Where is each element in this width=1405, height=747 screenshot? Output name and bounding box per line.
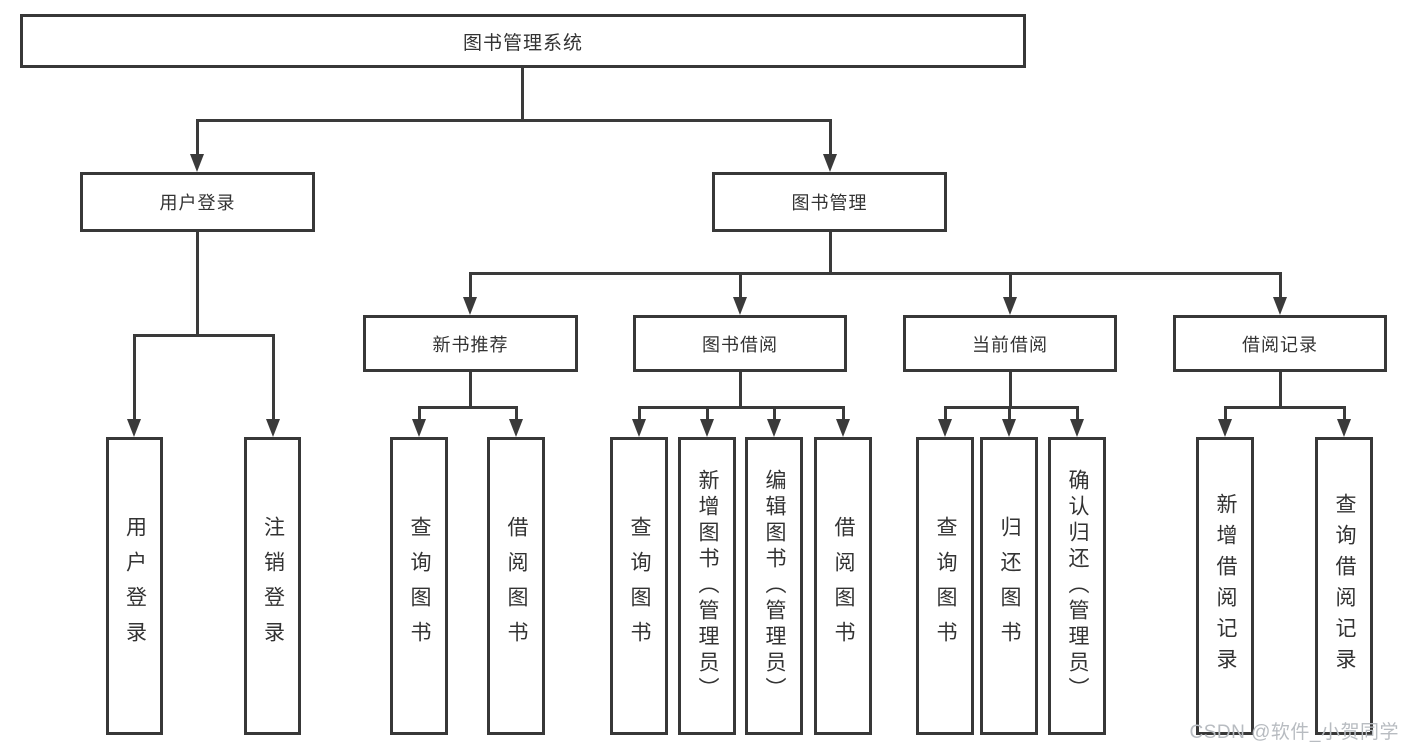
connector-user-login-bus bbox=[133, 334, 274, 337]
node-borrow-records: 借阅记录 bbox=[1173, 315, 1387, 372]
arrowhead-book-mgmt-icon bbox=[823, 154, 837, 172]
arrowhead-user-login-icon bbox=[190, 154, 204, 172]
connector-drop bbox=[1224, 406, 1227, 422]
connector-drop bbox=[515, 406, 518, 422]
connector-records-bus bbox=[1224, 406, 1345, 409]
leaf-borrow-books: 借阅图书 bbox=[487, 437, 545, 735]
connector-drop bbox=[638, 406, 641, 422]
leaf-add-borrow-record: 新增借阅记录 bbox=[1196, 437, 1254, 735]
arrowhead-icon bbox=[767, 419, 781, 437]
arrowhead-new-book-icon bbox=[463, 297, 477, 315]
leaf-borrow-books: 借阅图书 bbox=[814, 437, 872, 735]
connector-current-bus bbox=[944, 406, 1078, 409]
node-current-borrowing: 当前借阅 bbox=[903, 315, 1117, 372]
connector-drop-login bbox=[133, 334, 136, 422]
connector-newbook-stem bbox=[469, 372, 472, 408]
node-user-login: 用户登录 bbox=[80, 172, 315, 232]
arrowhead-login-icon bbox=[127, 419, 141, 437]
arrowhead-current-icon bbox=[1003, 297, 1017, 315]
connector-newbook-bus bbox=[418, 406, 518, 409]
connector-current-stem bbox=[1009, 372, 1012, 408]
connector-drop bbox=[1343, 406, 1346, 422]
connector-drop-book-mgmt bbox=[829, 119, 832, 157]
leaf-edit-books-admin: 编辑图书（管理员） bbox=[745, 437, 803, 735]
connector-records-stem bbox=[1279, 372, 1282, 408]
connector-drop bbox=[1008, 406, 1011, 422]
leaf-query-books: 查询图书 bbox=[916, 437, 974, 735]
leaf-query-books: 查询图书 bbox=[610, 437, 668, 735]
connector-drop-new-book bbox=[469, 272, 472, 300]
arrowhead-logout-icon bbox=[266, 419, 280, 437]
leaf-query-books: 查询图书 bbox=[390, 437, 448, 735]
connector-borrowing-bus bbox=[638, 406, 844, 409]
csdn-watermark: CSDN @软件_小贺同学 bbox=[1189, 722, 1399, 743]
connector-drop bbox=[706, 406, 709, 422]
connector-book-mgmt-bus bbox=[469, 272, 1281, 275]
leaf-confirm-return-admin: 确认归还（管理员） bbox=[1048, 437, 1106, 735]
connector-root-bus bbox=[196, 119, 831, 122]
arrowhead-icon bbox=[412, 419, 426, 437]
leaf-add-books-admin: 新增图书（管理员） bbox=[678, 437, 736, 735]
connector-drop bbox=[418, 406, 421, 422]
arrowhead-icon bbox=[836, 419, 850, 437]
connector-book-mgmt-stem bbox=[829, 232, 832, 274]
arrowhead-records-icon bbox=[1273, 297, 1287, 315]
arrowhead-icon bbox=[1070, 419, 1084, 437]
connector-root-stem bbox=[521, 68, 524, 120]
arrowhead-icon bbox=[938, 419, 952, 437]
connector-drop bbox=[1076, 406, 1079, 422]
connector-drop-records bbox=[1279, 272, 1282, 300]
connector-drop-user-login bbox=[196, 119, 199, 157]
arrowhead-icon bbox=[1218, 419, 1232, 437]
arrowhead-icon bbox=[509, 419, 523, 437]
arrowhead-icon bbox=[700, 419, 714, 437]
node-book-management: 图书管理 bbox=[712, 172, 947, 232]
leaf-query-borrow-record: 查询借阅记录 bbox=[1315, 437, 1373, 735]
node-new-book-recommend: 新书推荐 bbox=[363, 315, 578, 372]
connector-drop-current bbox=[1009, 272, 1012, 300]
arrowhead-icon bbox=[1337, 419, 1351, 437]
node-library-system: 图书管理系统 bbox=[20, 14, 1026, 68]
connector-drop-borrow bbox=[739, 272, 742, 300]
connector-drop-logout bbox=[272, 334, 275, 422]
arrowhead-icon bbox=[1002, 419, 1016, 437]
connector-user-login-stem bbox=[196, 232, 199, 336]
connector-drop bbox=[842, 406, 845, 422]
leaf-return-books: 归还图书 bbox=[980, 437, 1038, 735]
leaf-user-login: 用户登录 bbox=[106, 437, 163, 735]
leaf-logout: 注销登录 bbox=[244, 437, 301, 735]
connector-borrowing-stem bbox=[739, 372, 742, 408]
connector-drop bbox=[773, 406, 776, 422]
node-book-borrowing: 图书借阅 bbox=[633, 315, 847, 372]
arrowhead-borrow-icon bbox=[733, 297, 747, 315]
connector-drop bbox=[944, 406, 947, 422]
arrowhead-icon bbox=[632, 419, 646, 437]
